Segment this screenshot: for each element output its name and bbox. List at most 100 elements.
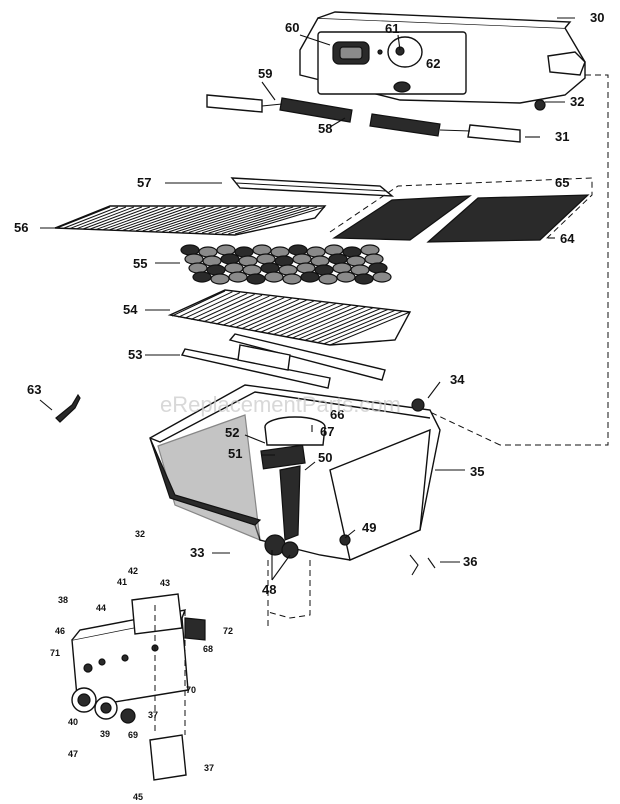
part-label: 34 xyxy=(450,372,465,387)
lava-rock xyxy=(328,253,348,265)
lava-rock xyxy=(264,271,284,283)
grate-bar xyxy=(272,303,344,336)
lava-rock xyxy=(246,273,266,285)
part-label: 69 xyxy=(128,730,138,740)
lava-rock xyxy=(260,262,280,274)
cooking-grate-left xyxy=(54,205,327,236)
lava-rock xyxy=(256,253,276,265)
lava-rock xyxy=(216,244,236,256)
grate-bar xyxy=(216,296,278,325)
part-label: 60 xyxy=(285,20,299,35)
lava-rock xyxy=(364,253,384,265)
part-label: 44 xyxy=(96,603,106,613)
grate-bar xyxy=(188,206,270,233)
rock-grate xyxy=(167,289,412,346)
grate-bar xyxy=(209,295,270,324)
grate-bar xyxy=(116,206,182,231)
part-label: 62 xyxy=(426,56,440,71)
grate-bar xyxy=(102,206,166,231)
lava-rock xyxy=(360,244,380,256)
grate-bar xyxy=(279,304,351,337)
part-label: 67 xyxy=(320,424,334,439)
part-label: 66 xyxy=(330,407,344,422)
lava-rock xyxy=(296,262,316,274)
lava-rock xyxy=(318,273,338,285)
grate-bar xyxy=(76,206,135,230)
clips xyxy=(409,554,436,576)
part-label: 43 xyxy=(160,578,170,588)
part-label: 55 xyxy=(133,256,147,271)
lava-rock xyxy=(332,262,352,274)
grate-bar xyxy=(201,206,286,234)
part-label: 68 xyxy=(203,644,213,654)
grate-bar xyxy=(208,206,294,234)
lava-rock xyxy=(342,246,362,258)
lava-rock xyxy=(274,255,294,267)
lava-rock xyxy=(206,264,226,276)
grate-bar xyxy=(317,309,396,344)
lava-rock xyxy=(368,262,388,274)
lava-rock xyxy=(324,244,344,256)
watermark: eReplacementParts.com xyxy=(160,392,401,417)
lava-rock xyxy=(292,253,312,265)
part-label: 36 xyxy=(463,554,477,569)
lid-handle-rods xyxy=(206,94,546,143)
grate-bar xyxy=(89,206,150,230)
lava-rock xyxy=(252,244,272,256)
lava-rock xyxy=(234,246,254,258)
part-label: 59 xyxy=(258,66,272,81)
grate-bar xyxy=(109,206,174,231)
grate-bar xyxy=(178,291,233,318)
grate-bar xyxy=(190,293,248,320)
grate-bar xyxy=(241,299,307,330)
grate-bar xyxy=(135,206,206,232)
lava-rock xyxy=(306,246,326,258)
grate-bar xyxy=(323,310,403,345)
lava-rock xyxy=(346,255,366,267)
grate-bar xyxy=(215,206,302,234)
lava-rock xyxy=(314,264,334,276)
cooking-grids-right xyxy=(329,177,593,243)
part-label: 63 xyxy=(27,382,41,397)
grate-bar xyxy=(96,206,158,230)
firebox xyxy=(149,384,441,561)
grate-bar xyxy=(70,206,127,229)
grate-bar xyxy=(285,305,359,338)
grate-bar xyxy=(329,311,411,346)
part-label: 32 xyxy=(570,94,584,109)
grill-lid xyxy=(299,11,586,104)
part-label: 39 xyxy=(100,729,110,739)
grate-bar xyxy=(253,301,322,332)
grate-bar xyxy=(83,206,143,230)
grate-bar xyxy=(203,294,263,323)
grate-bar xyxy=(155,206,230,232)
lava-rock xyxy=(184,253,204,265)
lava-rocks xyxy=(180,244,392,285)
grate-bar xyxy=(184,292,241,319)
grate-bar xyxy=(122,206,190,231)
part-label: 49 xyxy=(362,520,376,535)
lava-rock xyxy=(198,246,218,258)
lava-rock xyxy=(192,271,212,283)
grate-bar xyxy=(56,206,111,229)
part-label: 70 xyxy=(186,685,196,695)
lava-rock xyxy=(288,244,308,256)
grate-bar xyxy=(162,206,238,233)
lava-rock xyxy=(210,273,230,285)
lava-rock xyxy=(188,262,208,274)
lava-rock xyxy=(220,253,240,265)
part-label: 32 xyxy=(135,529,145,539)
lava-rock xyxy=(336,271,356,283)
grate-bar xyxy=(304,308,381,341)
grate-bar xyxy=(142,206,214,232)
lava-rock xyxy=(224,262,244,274)
lava-rock xyxy=(300,271,320,283)
grate-bar xyxy=(298,307,374,340)
part-label: 35 xyxy=(470,464,484,479)
grate-bar xyxy=(149,206,222,232)
lava-rock xyxy=(180,244,200,256)
grate-bar xyxy=(129,206,198,231)
lava-rock xyxy=(354,273,374,285)
lava-rock xyxy=(242,264,262,276)
part-label: 56 xyxy=(14,220,28,235)
